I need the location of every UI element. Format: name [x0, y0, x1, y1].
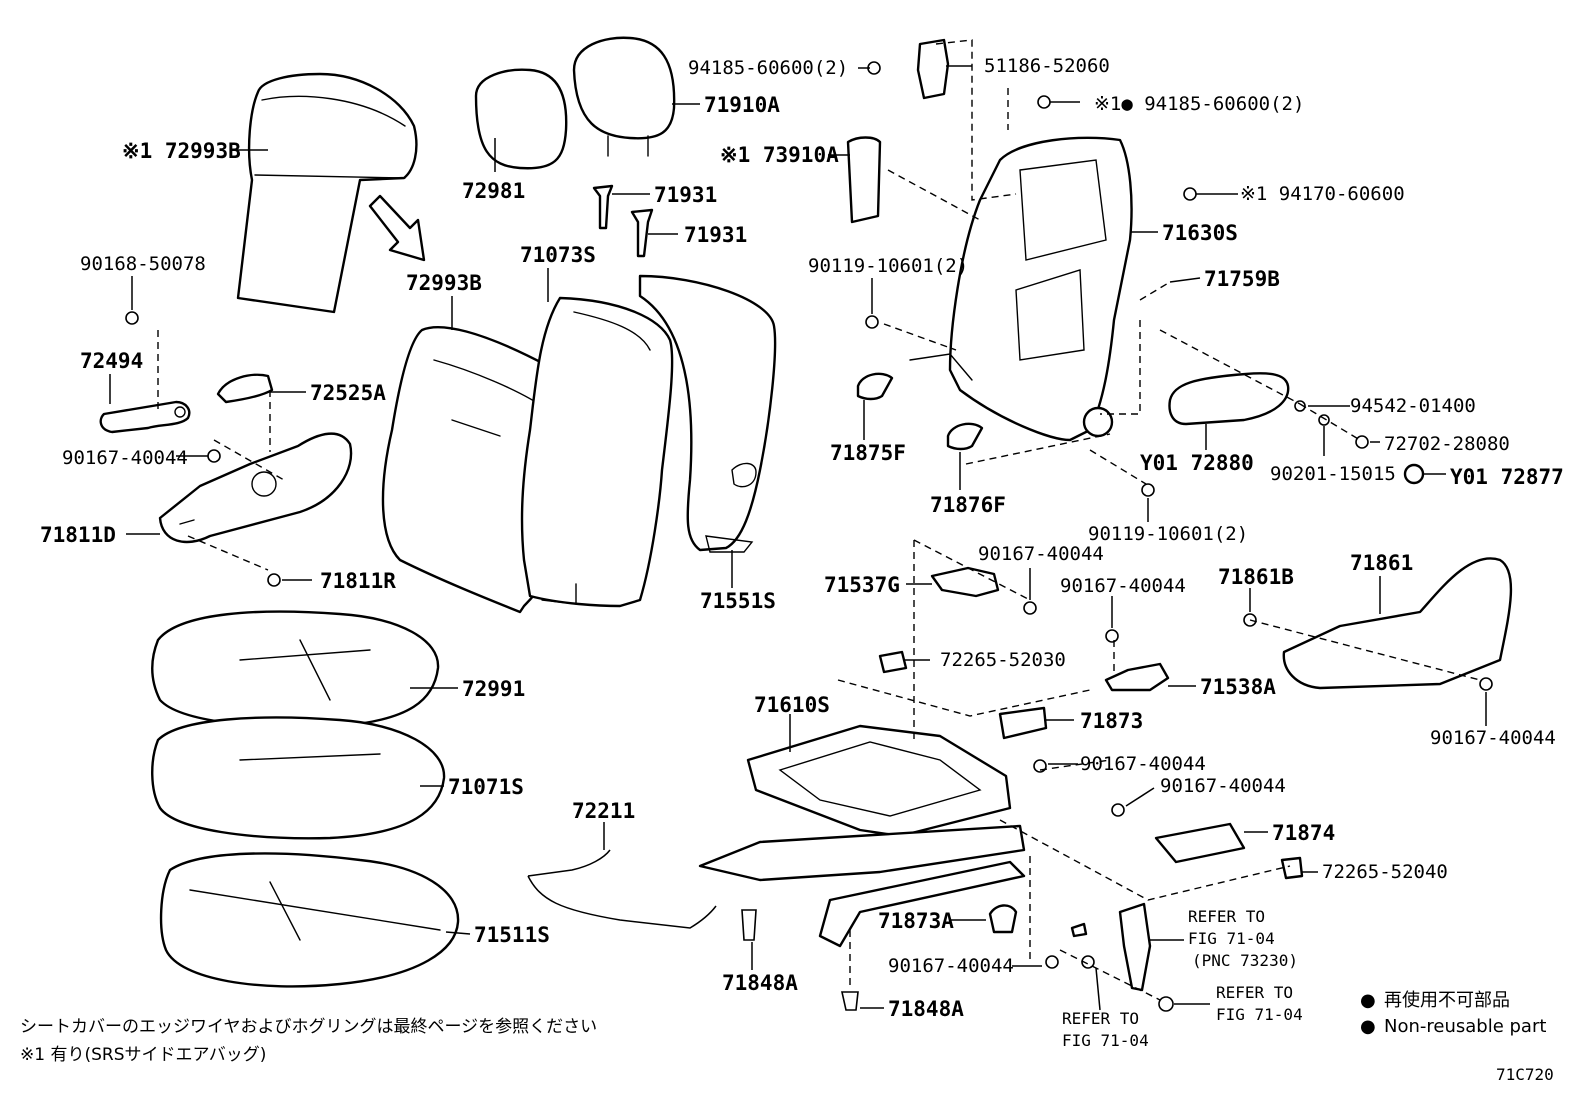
label-71861B[interactable]: 71861B [1218, 565, 1294, 589]
label-71759B[interactable]: 71759B [1204, 267, 1280, 291]
legend-text-en: Non-reusable part [1384, 1016, 1546, 1037]
refer-to-fig-links: REFER TO FIG 71-04 (PNC 73230) REFER TO … [1062, 907, 1303, 1050]
footnote-srs-airbag: ※1 有り(SRSサイドエアバッグ) [20, 1045, 266, 1065]
headrest-small-illustration [474, 68, 568, 170]
legend-bullet-jp: ● [1360, 990, 1376, 1011]
label-72494[interactable]: 72494 [80, 349, 143, 373]
label-94542-01400[interactable]: 94542-01400 [1350, 395, 1476, 417]
seat-adjuster-illustration [698, 724, 1026, 948]
label-72993B-top[interactable]: ※1 72993B [122, 139, 241, 163]
figure-id: 71C720 [1496, 1065, 1554, 1084]
label-72991[interactable]: 72991 [462, 677, 525, 701]
label-72993B[interactable]: 72993B [406, 271, 482, 295]
refer-to-1-line2[interactable]: FIG 71-04 [1188, 929, 1275, 948]
airbag-module-illustration [846, 136, 882, 224]
label-71630S[interactable]: 71630S [1162, 221, 1238, 245]
headrest-guide-illustration [592, 184, 654, 258]
seatback-frame-illustration [909, 136, 1133, 442]
refer-to-3-line2[interactable]: FIG 71-04 [1062, 1031, 1149, 1050]
label-90119-10601-a[interactable]: 90119-10601(2) [808, 255, 968, 277]
refer-to-2-line2[interactable]: FIG 71-04 [1216, 1005, 1303, 1024]
legend: ● 再使用不可部品 ● Non-reusable part [1360, 990, 1546, 1037]
seat-cushion-pad-illustration [151, 716, 446, 840]
label-71873A[interactable]: 71873A [878, 909, 954, 933]
headrest-large-illustration [572, 36, 676, 157]
refer-to-1-line1[interactable]: REFER TO [1188, 907, 1265, 926]
assembly-arrow [368, 194, 426, 262]
label-71610S[interactable]: 71610S [754, 693, 830, 717]
label-Y01-72877[interactable]: Y01 72877 [1450, 465, 1564, 489]
bolt-icons [125, 61, 1493, 1012]
label-90167-40044-e[interactable]: 90167-40044 [1160, 775, 1286, 797]
seatback-back-board-illustration [638, 274, 777, 553]
label-71873[interactable]: 71873 [1080, 709, 1143, 733]
label-71551S[interactable]: 71551S [700, 589, 776, 613]
label-51186-52060[interactable]: 51186-52060 [984, 55, 1110, 77]
label-71511S[interactable]: 71511S [474, 923, 550, 947]
knob-cover-illustration [216, 373, 274, 404]
seat-belt-buckle-illustration [1070, 902, 1152, 992]
label-71874[interactable]: 71874 [1272, 821, 1335, 845]
label-71811R[interactable]: 71811R [320, 569, 396, 593]
label-94185-60600-a[interactable]: 94185-60600(2) [688, 57, 848, 79]
airbag-cover-panel-illustration [236, 72, 418, 314]
label-71876F[interactable]: 71876F [930, 493, 1006, 517]
label-71538A[interactable]: 71538A [1200, 675, 1276, 699]
legend-text-jp: 再使用不可部品 [1384, 990, 1510, 1011]
recliner-cover-illustration [1168, 372, 1290, 426]
label-72265-52040[interactable]: 72265-52040 [1322, 861, 1448, 883]
label-71910A[interactable]: 71910A [704, 93, 780, 117]
label-71073S[interactable]: 71073S [520, 243, 596, 267]
part-labels: ※1 72993B 72981 71910A 71931 71931 72993… [40, 55, 1564, 1021]
label-71931-a[interactable]: 71931 [654, 183, 717, 207]
label-72525A[interactable]: 72525A [310, 381, 386, 405]
label-94170-60600[interactable]: ※1 94170-60600 [1240, 183, 1405, 205]
side-shield-illustration [158, 432, 353, 544]
seat-cushion-cover-illustration [151, 610, 440, 729]
legend-bullet-en: ● [1360, 1016, 1376, 1037]
label-Y01-72880[interactable]: Y01 72880 [1140, 451, 1254, 475]
label-90167-40044-d[interactable]: 90167-40044 [1080, 753, 1206, 775]
label-90168-50078[interactable]: 90168-50078 [80, 253, 206, 275]
label-71875F[interactable]: 71875F [830, 441, 906, 465]
cap-illustration [1403, 463, 1425, 485]
shield-clip-f-illustration [856, 372, 984, 451]
label-71811D[interactable]: 71811D [40, 523, 116, 547]
refer-to-1-line3[interactable]: (PNC 73230) [1192, 951, 1298, 970]
footnote-edge-wire: シートカバーのエッジワイヤおよびホグリングは最終ページを参照ください [20, 1017, 597, 1037]
seatback-pad-illustration [520, 296, 674, 608]
leader-lines [109, 65, 1487, 1011]
footnotes: シートカバーのエッジワイヤおよびホグリングは最終ページを参照ください ※1 有り… [20, 1017, 597, 1065]
label-71848A-b[interactable]: 71848A [888, 997, 964, 1021]
label-90167-40044-a[interactable]: 90167-40044 [62, 447, 188, 469]
label-71931-b[interactable]: 71931 [684, 223, 747, 247]
label-90167-40044-b[interactable]: 90167-40044 [978, 543, 1104, 565]
label-71537G[interactable]: 71537G [824, 573, 900, 597]
hinge-cover-illustration [99, 400, 191, 434]
assembly-dashed-lines [157, 39, 1481, 1001]
label-71071S[interactable]: 71071S [448, 775, 524, 799]
label-72265-52030[interactable]: 72265-52030 [940, 649, 1066, 671]
label-94185-60600-b[interactable]: ※1● 94185-60600(2) [1094, 93, 1304, 115]
refer-to-2-line1[interactable]: REFER TO [1216, 983, 1293, 1002]
headrest-support-illustration [916, 38, 950, 100]
label-71861[interactable]: 71861 [1350, 551, 1413, 575]
refer-to-3-line1[interactable]: REFER TO [1062, 1009, 1139, 1028]
label-90167-40044-f[interactable]: 90167-40044 [1430, 727, 1556, 749]
label-90119-10601-b[interactable]: 90119-10601(2) [1088, 523, 1248, 545]
seat-cushion-frame-pad-illustration [159, 852, 460, 988]
label-72981[interactable]: 72981 [462, 179, 525, 203]
label-72211[interactable]: 72211 [572, 799, 635, 823]
label-90167-40044-g[interactable]: 90167-40044 [888, 955, 1014, 977]
label-72702-28080[interactable]: 72702-28080 [1384, 433, 1510, 455]
edge-wire-illustration [527, 849, 717, 929]
label-90167-40044-c[interactable]: 90167-40044 [1060, 575, 1186, 597]
bracket-parts-illustration [878, 557, 1513, 934]
label-71848A-a[interactable]: 71848A [722, 971, 798, 995]
label-90201-15015[interactable]: 90201-15015 [1270, 463, 1396, 485]
label-73910A[interactable]: ※1 73910A [720, 143, 839, 167]
